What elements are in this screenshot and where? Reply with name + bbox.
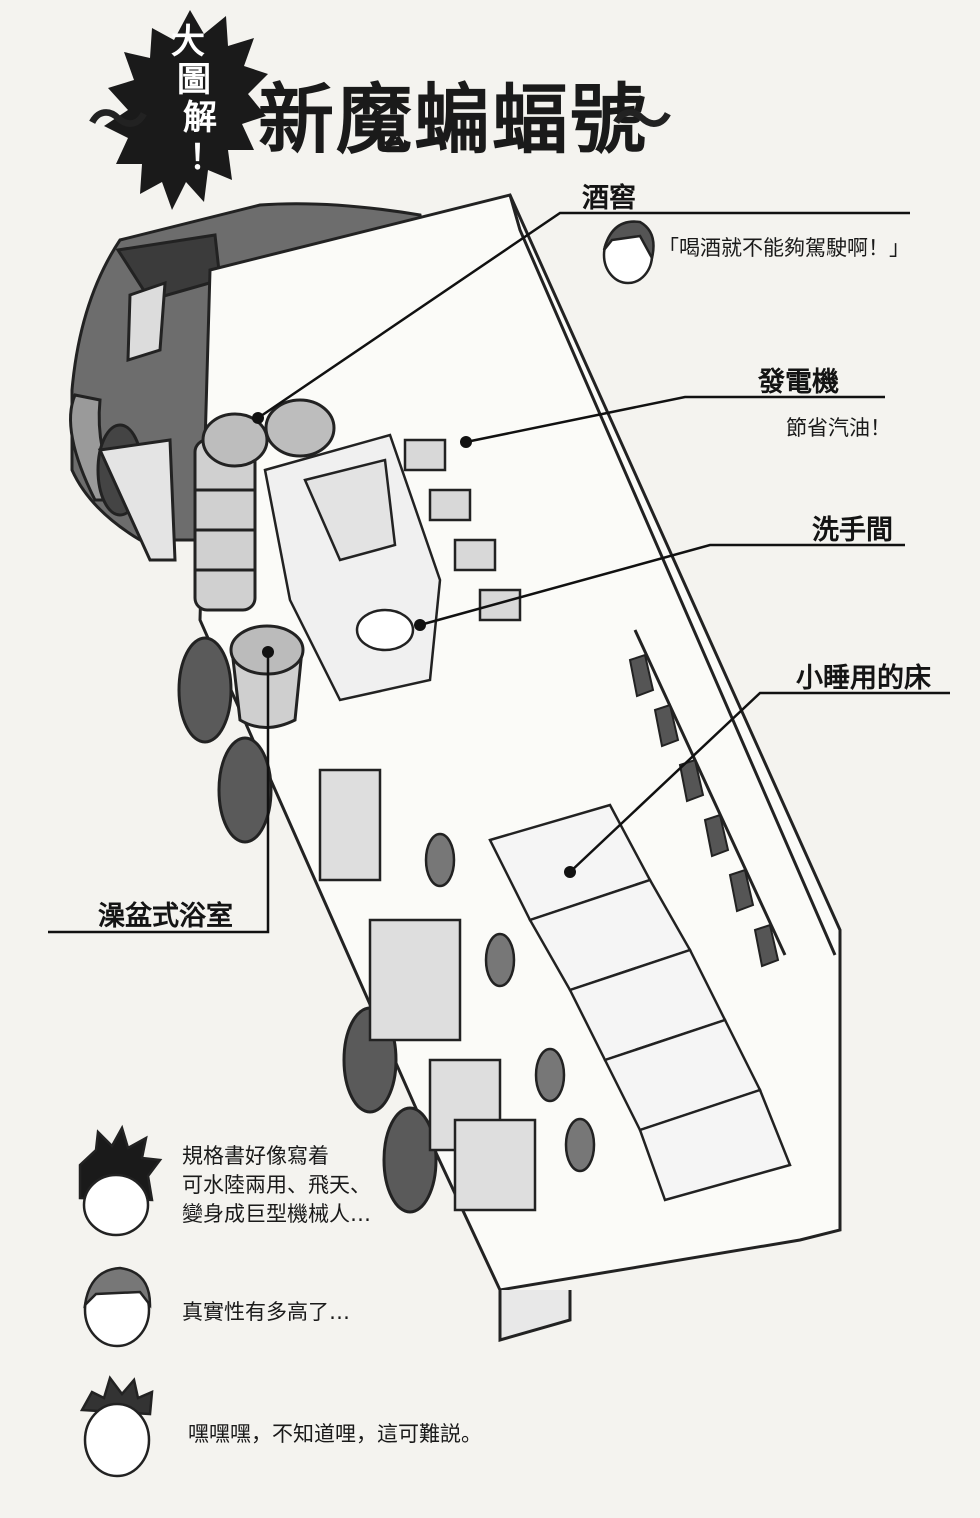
face-devil-grin-man	[79, 1375, 154, 1478]
comment-boy-line-3: 變身成巨型機械人…	[182, 1202, 371, 1226]
badge-char-2: 圖	[177, 60, 211, 100]
interior-walls	[263, 433, 442, 702]
comment-girl: 真實性有多高了…	[182, 1298, 350, 1327]
hanging-clothes	[628, 629, 787, 968]
face-short-hair-girl	[83, 1266, 152, 1348]
label-generator: 發電機	[758, 367, 839, 398]
generators	[403, 438, 522, 622]
note-wine-cellar: 「喝酒就不能夠駕駛啊！」	[658, 236, 910, 260]
face-spiky-hair-boy	[78, 1124, 163, 1237]
title-tilde-left: ～	[88, 86, 148, 156]
desks-and-chairs	[318, 768, 596, 1212]
comment-girl-line-1: 真實性有多高了…	[182, 1300, 350, 1324]
callout-dots	[252, 412, 576, 878]
badge-char-4: ！	[189, 138, 223, 178]
starburst-badge	[104, 10, 268, 210]
label-wine-cellar: 酒窖	[582, 183, 636, 214]
label-bathtub: 澡盆式浴室	[98, 901, 233, 932]
label-nap-bed: 小睡用的床	[796, 663, 931, 694]
comment-devil-line-1: 嘿嘿嘿，不知道哩，這可難説。	[188, 1422, 482, 1446]
face-small-girl	[602, 220, 655, 285]
page-title: 新魔蝙蝠號	[258, 75, 648, 164]
callout-leaders	[48, 211, 950, 934]
badge-char-3: 解	[183, 98, 217, 138]
comment-devil: 嘿嘿嘿，不知道哩，這可難説。	[188, 1420, 482, 1449]
note-generator: 節省汽油！	[786, 416, 891, 440]
wine-barrels	[193, 398, 336, 612]
comment-boy-line-2: 可水陸兩用、飛天、	[182, 1173, 371, 1197]
label-restroom: 洗手間	[812, 515, 893, 546]
comment-boy: 規格書好像寫着 可水陸兩用、飛天、 變身成巨型機械人…	[182, 1142, 371, 1229]
badge-char-1: 大	[171, 22, 205, 62]
title-tilde-right: ～	[612, 86, 672, 156]
truck-cab	[69, 202, 432, 562]
truck-wheels	[177, 636, 438, 1214]
comment-boy-line-1: 規格書好像寫着	[182, 1144, 329, 1168]
